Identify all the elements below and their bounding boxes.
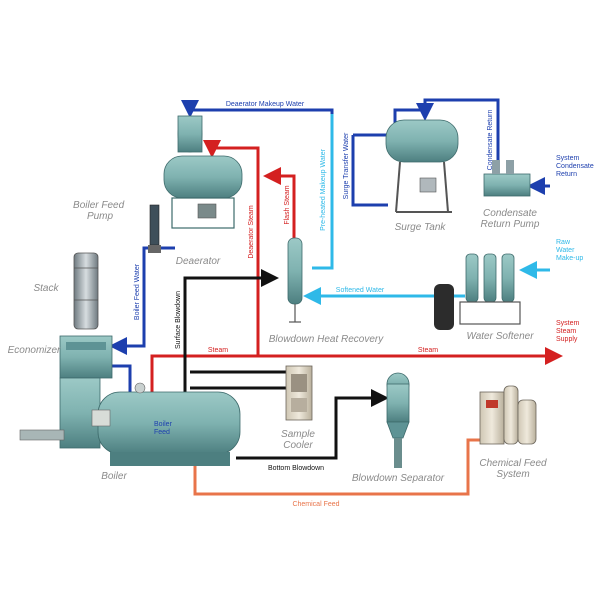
- label-stack: Stack: [33, 283, 59, 294]
- flow-label-steam-2: Steam: [418, 347, 438, 354]
- chemical-feed-pipe: [193, 438, 480, 496]
- label-line: Steam: [556, 328, 576, 335]
- label-line: System: [496, 469, 529, 480]
- blowdown-separator-equipment: [386, 372, 410, 468]
- sample-cooler-equipment: [285, 365, 313, 421]
- flow-label-condensate-return: Condensate Return: [487, 110, 494, 171]
- flow-label-steam-1: Steam: [208, 347, 228, 354]
- preheated-makeup-water-pipe: [312, 114, 334, 270]
- boiler-equipment: [19, 377, 241, 466]
- flow-label-surface-blowdown: Surface Blowdown: [175, 291, 182, 349]
- label-boiler-feed-pump: Boiler Feed Pump: [73, 200, 127, 222]
- flow-label-boiler-feed-water: Boiler Feed Water: [134, 263, 141, 320]
- label-line: Supply: [556, 336, 578, 343]
- label-boiler: Boiler: [101, 471, 127, 482]
- flow-label-flash-steam: Flash Steam: [284, 185, 291, 224]
- surge-transfer-water-pipe: [351, 135, 388, 207]
- deaerator-equipment: [163, 115, 243, 229]
- label-line: Condensate: [556, 163, 594, 170]
- label-line: Water: [556, 247, 575, 254]
- label-deaerator: Deaerator: [176, 256, 221, 267]
- bottom-blowdown-pipe: [236, 389, 389, 460]
- label-blowdown-separator: Blowdown Separator: [352, 473, 445, 484]
- chemical-feed-system-equipment: [479, 385, 537, 445]
- condensate-return-pump-equipment: [483, 160, 531, 197]
- flow-label-deaerator-steam: Deaerator Steam: [248, 205, 255, 258]
- flow-label-preheated-makeup-water: Pre-heated Makeup Water: [320, 148, 327, 231]
- flow-label-chemical-feed: Chemical Feed: [292, 501, 339, 508]
- label-line: Return: [556, 171, 577, 178]
- label-blowdown-heat-recovery: Blowdown Heat Recovery: [269, 334, 384, 345]
- label-line: Return Pump: [481, 219, 540, 230]
- boiler-feed-water-pipe: [109, 246, 175, 355]
- flow-label-softened-water: Softened Water: [336, 287, 385, 294]
- surface-blowdown-pipe: [183, 269, 279, 392]
- label-line: Feed: [154, 429, 170, 436]
- flash-steam-pipe: [263, 167, 296, 240]
- blowdown-heat-recovery-equipment: [287, 237, 303, 323]
- flow-label-deaerator-makeup-water: Deaerator Makeup Water: [226, 101, 305, 108]
- deaerator-steam-pipe: [203, 140, 260, 355]
- flow-label-surge-transfer-water: Surge Transfer Water: [343, 132, 350, 199]
- label-line: Cooler: [283, 440, 313, 451]
- stack-equipment: [73, 252, 99, 330]
- label-economizer: Economizer: [8, 345, 61, 356]
- boiler-feed-pump-equipment: [148, 204, 161, 253]
- condensate-return-pipe: [423, 98, 500, 160]
- label-water-softener: Water Softener: [466, 331, 534, 342]
- main-steam-pipe: [150, 347, 563, 392]
- water-softener-equipment: [434, 253, 521, 330]
- deaerator-makeup-water-pipe: [181, 100, 334, 127]
- label-line: Pump: [87, 211, 114, 222]
- economizer-equipment: [59, 335, 113, 379]
- surge-tank-equipment: [385, 119, 459, 213]
- label-surge-tank: Surge Tank: [395, 222, 447, 233]
- label-line: Make-up: [556, 255, 583, 262]
- flow-label-bottom-blowdown: Bottom Blowdown: [268, 465, 324, 472]
